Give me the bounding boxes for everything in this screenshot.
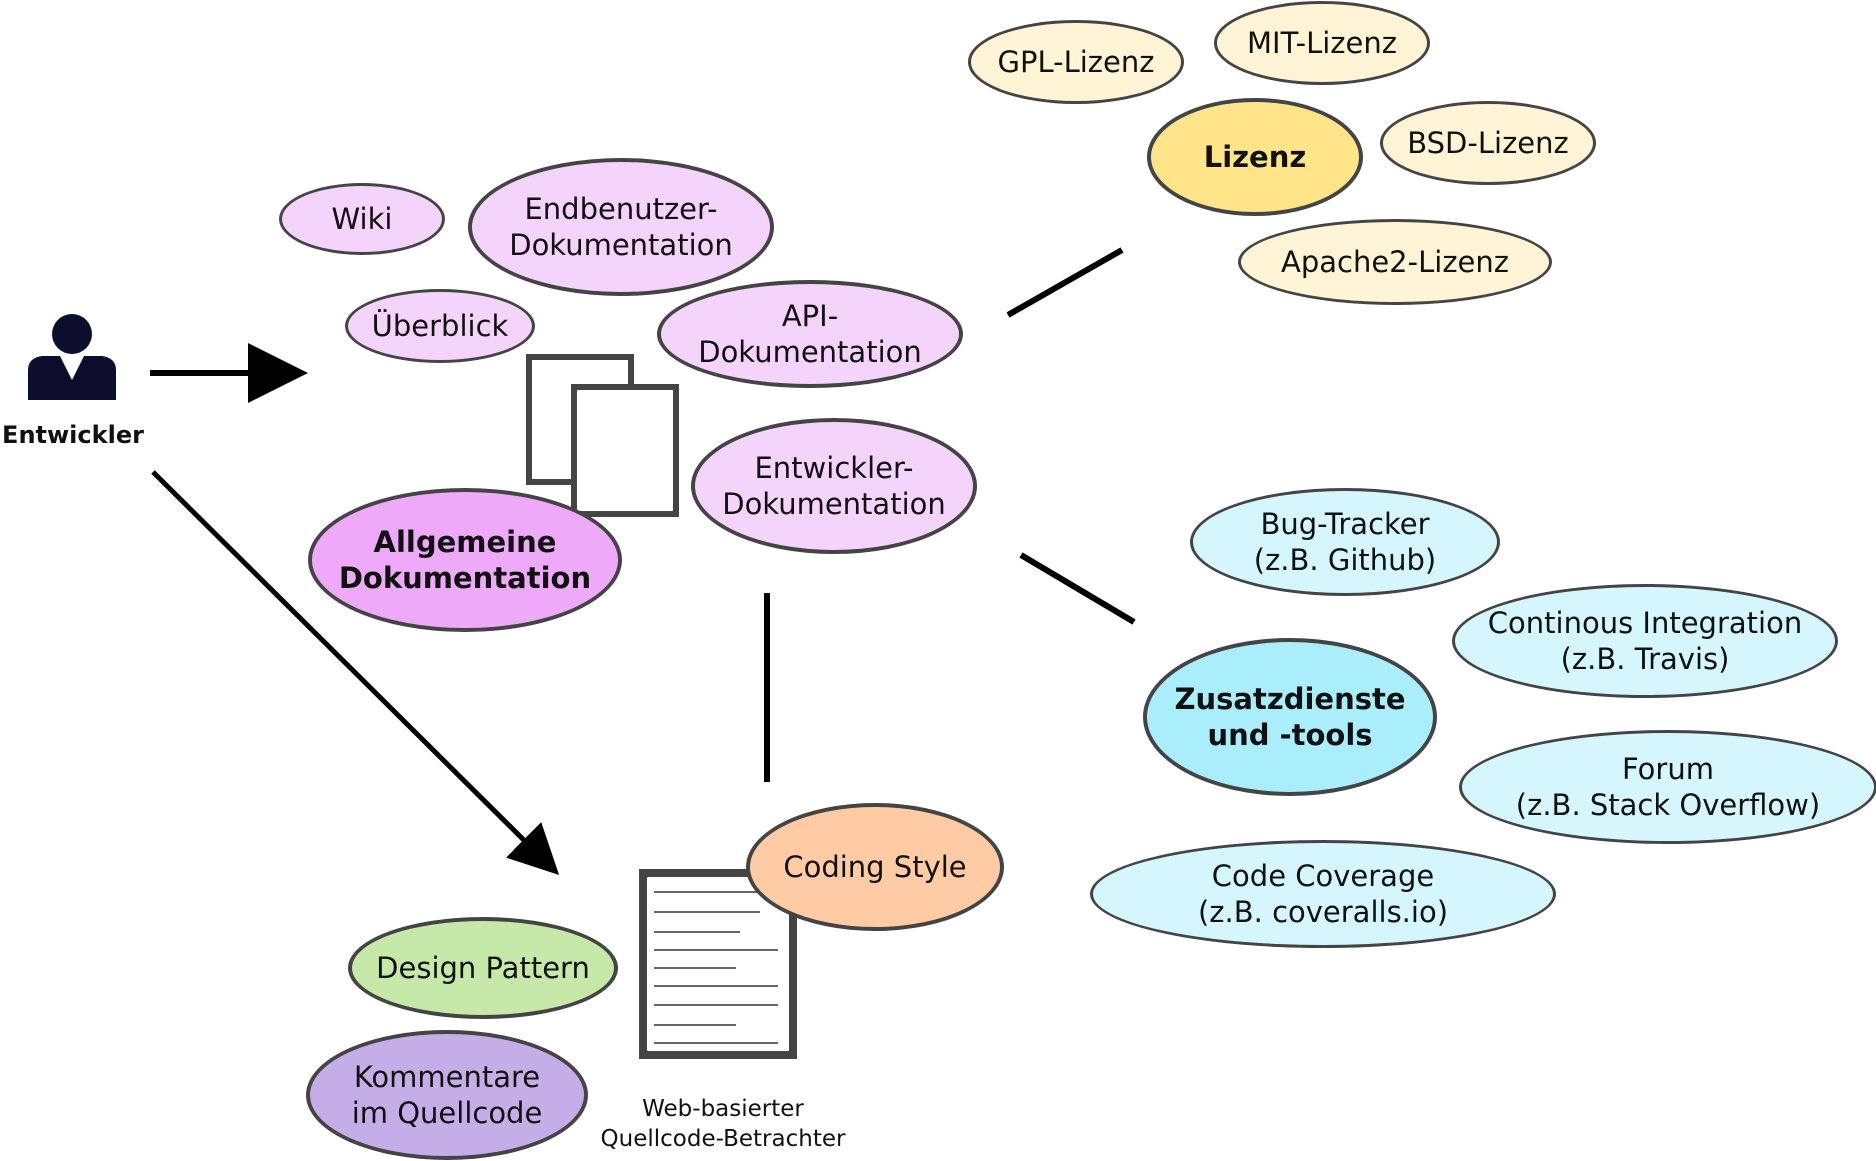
node-code-coverage: Code Coverage (z.B. coveralls.io) [1090, 840, 1556, 948]
node-ueberblick: Überblick [345, 289, 535, 363]
node-wiki: Wiki [279, 183, 445, 255]
node-apache2-lizenz: Apache2-Lizenz [1238, 219, 1552, 305]
node-lizenz: Lizenz [1147, 98, 1363, 216]
node-continous-integration: Continous Integration (z.B. Travis) [1452, 584, 1838, 698]
node-design-pattern: Design Pattern [348, 917, 618, 1019]
node-zusatzdienste: Zusatzdienste und -tools [1143, 638, 1437, 796]
connector-tools [1019, 552, 1136, 625]
node-api-dokumentation: API- Dokumentation [657, 280, 963, 388]
node-mit-lizenz: MIT-Lizenz [1214, 1, 1430, 85]
node-forum: Forum (z.B. Stack Overflow) [1459, 730, 1876, 844]
node-bug-tracker: Bug-Tracker (z.B. Github) [1190, 488, 1500, 596]
node-allgemeine-dokumentation: Allgemeine Dokumentation [308, 488, 622, 632]
arrow-to-source [151, 470, 560, 876]
developer-label: Entwickler [2, 421, 144, 449]
node-entwickler-dokumentation: Entwickler- Dokumentation [691, 418, 977, 554]
node-coding-style: Coding Style [746, 803, 1004, 931]
person-icon [28, 314, 116, 400]
connector-license [1006, 247, 1124, 318]
source-viewer-label: Web-basierter Quellcode-Betrachter [600, 1096, 846, 1152]
documents-icon [526, 354, 679, 517]
node-kommentare-im-quellcode: Kommentare im Quellcode [306, 1030, 588, 1160]
node-endbenutzer-dokumentation: Endbenutzer- Dokumentation [468, 158, 774, 296]
node-bsd-lizenz: BSD-Lizenz [1380, 101, 1596, 185]
node-gpl-lizenz: GPL-Lizenz [968, 20, 1184, 104]
